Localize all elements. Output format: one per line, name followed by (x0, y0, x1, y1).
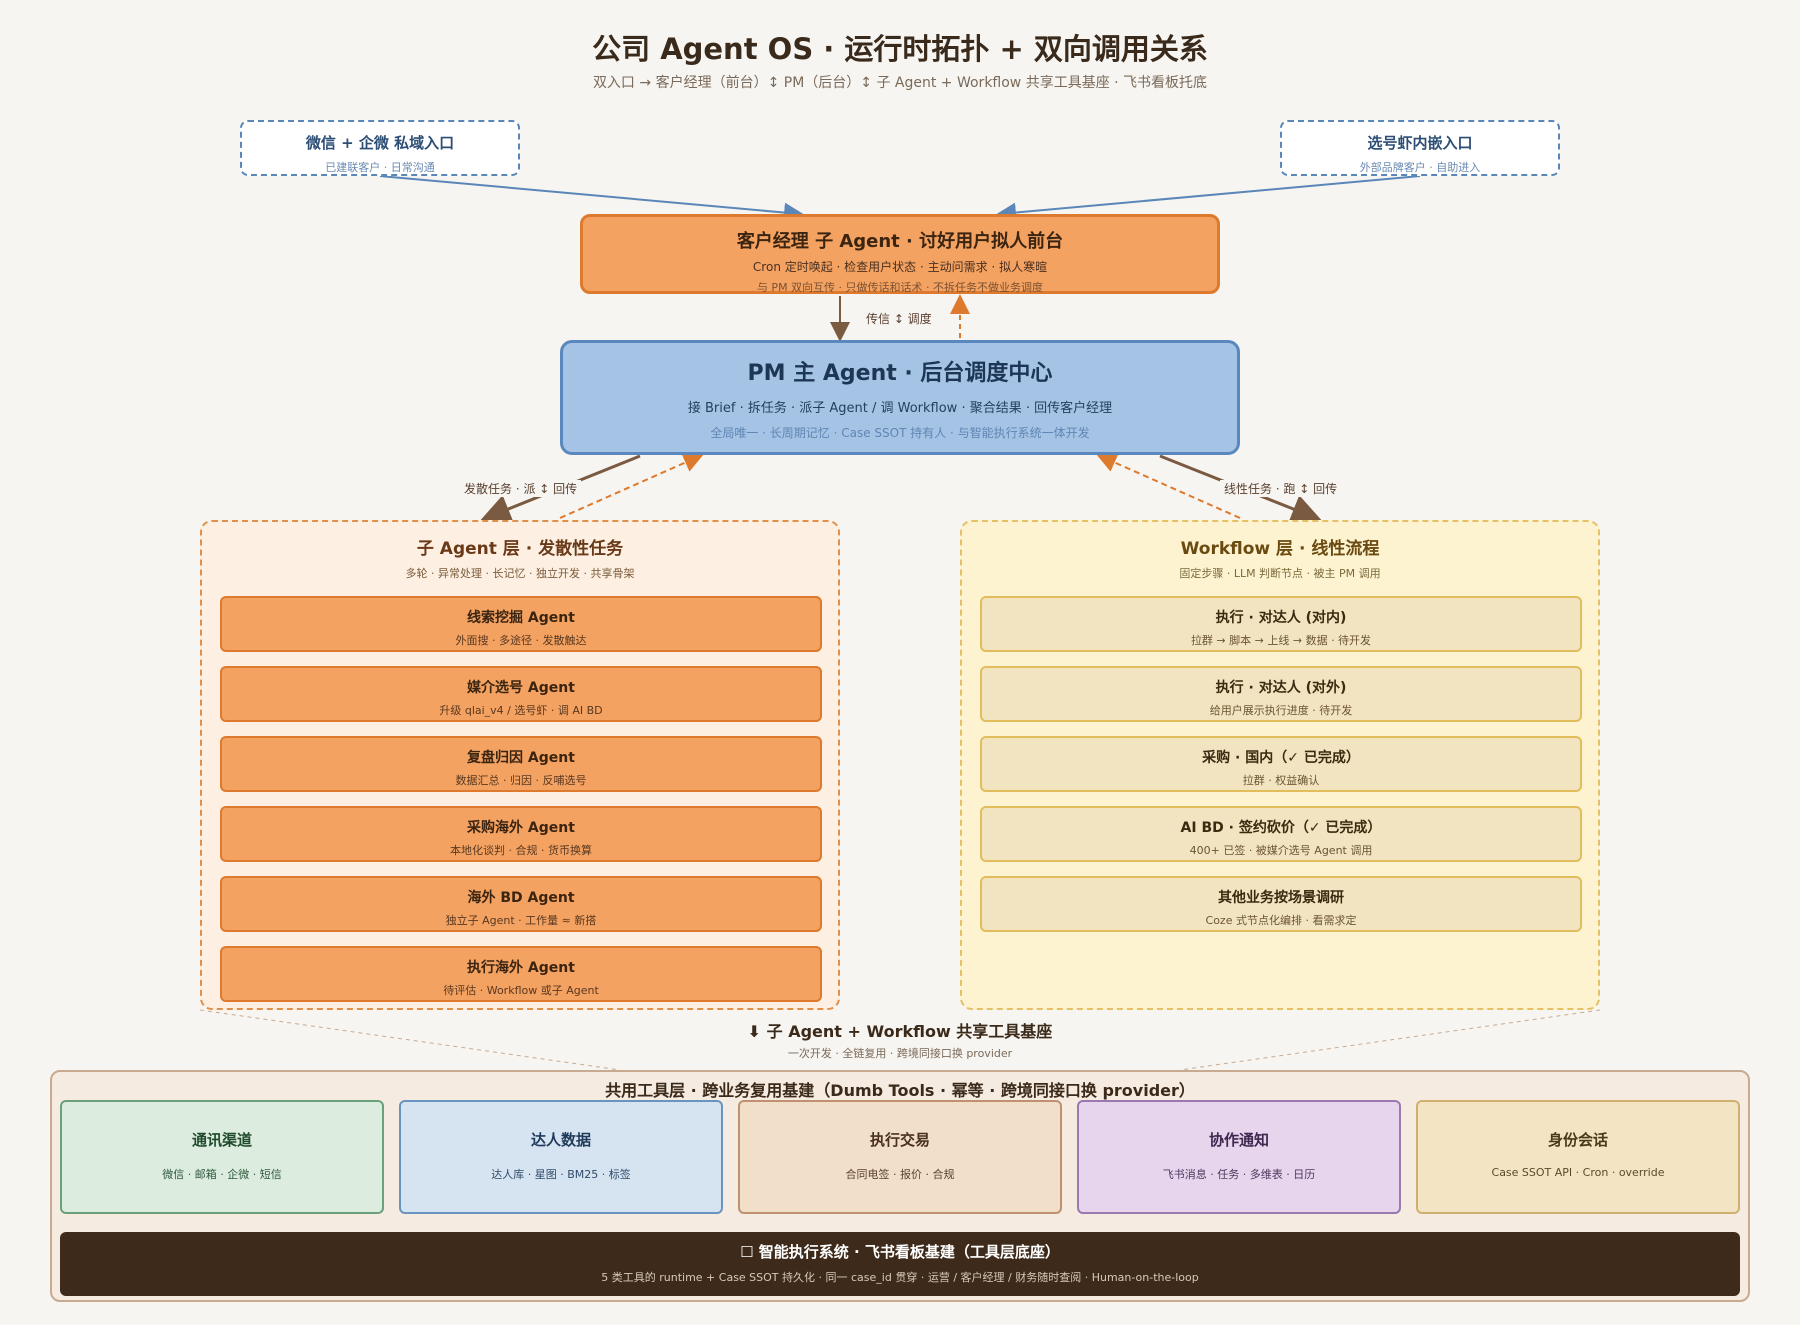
sub-agent-item-title: 媒介选号 Agent (467, 680, 575, 696)
workflow-layer: Workflow 层 · 线性流程 固定步骤 · LLM 判断节点 · 被主 P… (960, 520, 1600, 1010)
funnel-left (199, 1009, 621, 1071)
workflow-item-sub: 拉群 → 脚本 → 上线 → 数据 · 待开发 (1190, 634, 1372, 647)
sub-agent-layer-title: 子 Agent 层 · 发散性任务 (416, 539, 624, 559)
entry-wechat-sub: 已建联客户 · 日常沟通 (325, 161, 435, 174)
edge-left-to-pm (559, 453, 704, 519)
sub-agent-item: 媒介选号 Agent 升级 qlai_v4 / 选号虾 · 调 AI BD (220, 666, 822, 722)
tool-card-sub: 达人库 · 星图 · BM25 · 标签 (491, 1168, 631, 1181)
page-title: 公司 Agent OS · 运行时拓扑 + 双向调用关系 (592, 32, 1208, 66)
tool-card-title: 通讯渠道 (191, 1131, 252, 1149)
workflow-item-title: 其他业务按场景调研 (1218, 890, 1344, 906)
pm-line1: 接 Brief · 拆任务 · 派子 Agent / 调 Workflow · … (687, 401, 1113, 416)
tool-card-sub: 合同电签 · 报价 · 合规 (845, 1168, 955, 1181)
tool-card-title: 执行交易 (869, 1131, 930, 1149)
sub-agent-item-sub: 待评估 · Workflow 或子 Agent (443, 984, 599, 997)
sub-agent-item: 采购海外 Agent 本地化谈判 · 合规 · 货币换算 (220, 806, 822, 862)
entry-wechat-title: 微信 + 企微 私域入口 (305, 134, 455, 152)
funnel-right (1179, 1009, 1601, 1071)
workflow-item-title: 采购 · 国内（✓ 已完成） (1202, 750, 1360, 766)
page-subtitle: 双入口 → 客户经理（前台）↕ PM（后台）↕ 子 Agent + Workfl… (592, 75, 1208, 91)
sub-agent-item-title: 执行海外 Agent (467, 960, 575, 976)
sub-agent-item-sub: 数据汇总 · 归因 · 反哺选号 (455, 774, 587, 787)
workflow-item-title: 执行 · 对达人 (对外) (1215, 680, 1347, 696)
tool-card-notifications: 协作通知 飞书消息 · 任务 · 多维表 · 日历 (1077, 1100, 1401, 1214)
workflow-item: 执行 · 对达人 (对外) 给用户展示执行进度 · 待开发 (980, 666, 1582, 722)
shared-base-title: ⬇ 子 Agent + Workflow 共享工具基座 (747, 1022, 1053, 1041)
pm-agent-node: PM 主 Agent · 后台调度中心 接 Brief · 拆任务 · 派子 A… (560, 340, 1240, 455)
sub-agent-item-sub: 独立子 Agent · 工作量 ≈ 新搭 (445, 914, 597, 927)
workflow-item: AI BD · 签约砍价（✓ 已完成） 400+ 已签 · 被媒介选号 Agen… (980, 806, 1582, 862)
sub-agent-item-title: 复盘归因 Agent (467, 750, 575, 766)
workflow-item: 采购 · 国内（✓ 已完成） 拉群 · 权益确认 (980, 736, 1582, 792)
pm-title: PM 主 Agent · 后台调度中心 (747, 361, 1053, 386)
tools-layer: 共用工具层 · 跨业务复用基建（Dumb Tools · 幂等 · 跨境同接口换… (50, 1070, 1750, 1302)
sub-agent-item-title: 线索挖掘 Agent (467, 610, 575, 626)
workflow-layer-sub: 固定步骤 · LLM 判断节点 · 被主 PM 调用 (1179, 567, 1381, 580)
workflow-layer-title: Workflow 层 · 线性流程 (1180, 539, 1380, 559)
tool-card-talent-data: 达人数据 达人库 · 星图 · BM25 · 标签 (399, 1100, 723, 1214)
crm-line1: Cron 定时唤起 · 检查用户状态 · 主动问需求 · 拟人寒暄 (752, 260, 1048, 274)
workflow-item-title: AI BD · 签约砍价（✓ 已完成） (1180, 820, 1382, 836)
tool-card-title: 身份会话 (1547, 1131, 1608, 1149)
tools-layer-title: 共用工具层 · 跨业务复用基建（Dumb Tools · 幂等 · 跨境同接口换… (605, 1081, 1195, 1100)
sub-agent-item: 海外 BD Agent 独立子 Agent · 工作量 ≈ 新搭 (220, 876, 822, 932)
sub-agent-layer: 子 Agent 层 · 发散性任务 多轮 · 异常处理 · 长记忆 · 独立开发… (200, 520, 840, 1010)
workflow-item-title: 执行 · 对达人 (对内) (1215, 610, 1347, 626)
tool-card-sub: 飞书消息 · 任务 · 多维表 · 日历 (1162, 1168, 1316, 1181)
shared-base-sub: 一次开发 · 全链复用 · 跨境同接口换 provider (787, 1047, 1013, 1060)
tool-card-channels: 通讯渠道 微信 · 邮箱 · 企微 · 短信 (60, 1100, 384, 1214)
tool-card-title: 协作通知 (1208, 1131, 1269, 1149)
sub-agent-item-title: 采购海外 Agent (467, 820, 575, 836)
crm-line2: 与 PM 双向互传 · 只做传话和话术 · 不拆任务不做业务调度 (756, 281, 1044, 294)
edge-wechat-to-crm (379, 175, 804, 223)
edge-label-pm-right: 线性任务 · 跑 ↕ 回传 (1220, 480, 1342, 497)
entry-xuanhao-sub: 外部品牌客户 · 自助进入 (1359, 161, 1481, 174)
sub-agent-item-sub: 外面搜 · 多途径 · 发散触达 (455, 634, 587, 647)
workflow-item-sub: 400+ 已签 · 被媒介选号 Agent 调用 (1189, 844, 1373, 857)
tool-card-identity: 身份会话 Case SSOT API · Cron · override (1416, 1100, 1740, 1214)
sub-agent-item-sub: 本地化谈判 · 合规 · 货币换算 (450, 844, 592, 857)
workflow-item-sub: 拉群 · 权益确认 (1242, 774, 1320, 787)
sub-agent-item-title: 海外 BD Agent (467, 890, 575, 906)
tool-card-sub: Case SSOT API · Cron · override (1491, 1166, 1665, 1179)
edge-xuanhao-to-crm (996, 175, 1421, 223)
sub-agent-layer-sub: 多轮 · 异常处理 · 长记忆 · 独立开发 · 共享骨架 (405, 567, 635, 580)
workflow-item-sub: 给用户展示执行进度 · 待开发 (1209, 704, 1353, 717)
tool-card-title: 达人数据 (530, 1131, 591, 1149)
workflow-item: 其他业务按场景调研 Coze 式节点化编排 · 看需求定 (980, 876, 1582, 932)
execution-system-base: ☐ 智能执行系统 · 飞书看板基建（工具层底座） 5 类工具的 runtime … (60, 1232, 1740, 1296)
edge-right-to-pm (1096, 453, 1241, 519)
edge-label-crm-pm: 传信 ↕ 调度 (862, 310, 936, 327)
crm-title: 客户经理 子 Agent · 讨好用户拟人前台 (736, 231, 1064, 252)
base-sub: 5 类工具的 runtime + Case SSOT 持久化 · 同一 case… (601, 1271, 1199, 1284)
tool-card-transactions: 执行交易 合同电签 · 报价 · 合规 (738, 1100, 1062, 1214)
edge-label-pm-left: 发散任务 · 派 ↕ 回传 (460, 480, 582, 497)
sub-agent-item-sub: 升级 qlai_v4 / 选号虾 · 调 AI BD (439, 704, 603, 717)
crm-agent-node: 客户经理 子 Agent · 讨好用户拟人前台 Cron 定时唤起 · 检查用户… (580, 214, 1220, 294)
base-title: ☐ 智能执行系统 · 飞书看板基建（工具层底座） (740, 1243, 1060, 1261)
workflow-item: 执行 · 对达人 (对内) 拉群 → 脚本 → 上线 → 数据 · 待开发 (980, 596, 1582, 652)
pm-line2: 全局唯一 · 长周期记忆 · Case SSOT 持有人 · 与智能执行系统一体… (710, 426, 1090, 440)
entry-xuanhao-title: 选号虾内嵌入口 (1367, 134, 1473, 152)
entry-xuanhao: 选号虾内嵌入口 外部品牌客户 · 自助进入 (1280, 120, 1560, 176)
workflow-item-sub: Coze 式节点化编排 · 看需求定 (1205, 914, 1357, 927)
sub-agent-item: 执行海外 Agent 待评估 · Workflow 或子 Agent (220, 946, 822, 1002)
sub-agent-item: 线索挖掘 Agent 外面搜 · 多途径 · 发散触达 (220, 596, 822, 652)
sub-agent-item: 复盘归因 Agent 数据汇总 · 归因 · 反哺选号 (220, 736, 822, 792)
entry-wechat: 微信 + 企微 私域入口 已建联客户 · 日常沟通 (240, 120, 520, 176)
tool-card-sub: 微信 · 邮箱 · 企微 · 短信 (162, 1168, 282, 1181)
